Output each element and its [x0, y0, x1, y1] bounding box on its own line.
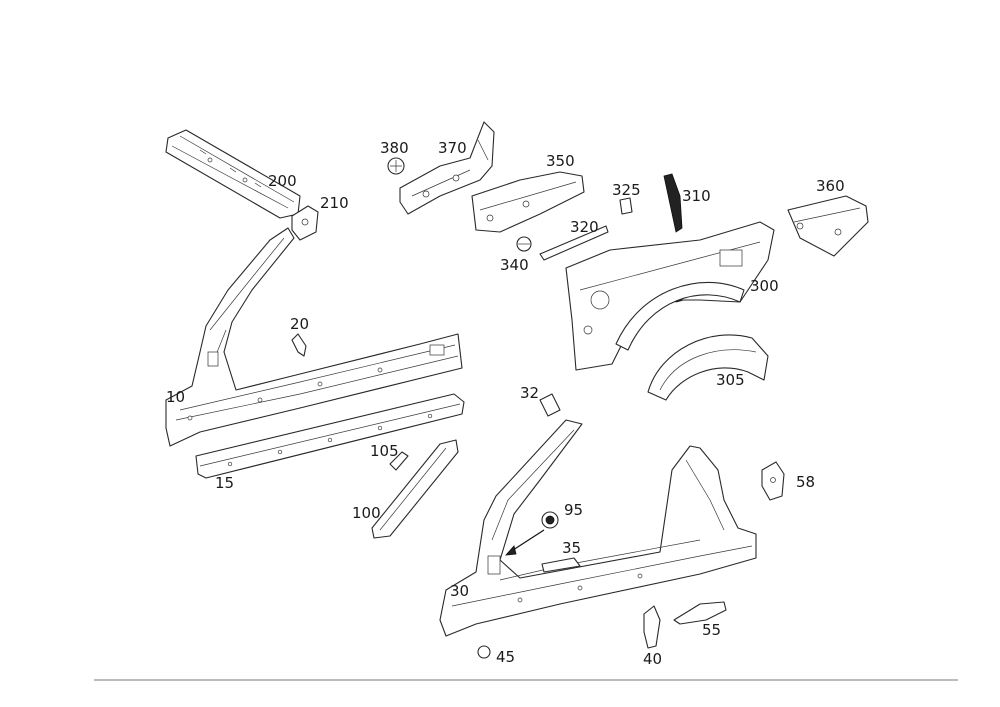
callout-370: 370: [438, 139, 467, 157]
part-45-plug[interactable]: [477, 645, 491, 659]
part-325-plate[interactable]: [619, 197, 633, 215]
callout-35: 35: [562, 539, 581, 557]
callout-325: 325: [612, 181, 641, 199]
part-30-outer-side-frame[interactable]: [439, 419, 757, 637]
callout-55: 55: [702, 621, 721, 639]
part-58-bracket[interactable]: [761, 461, 785, 501]
callout-300: 300: [750, 277, 779, 295]
part-200-roof-rail[interactable]: [165, 129, 301, 219]
callout-380: 380: [380, 139, 409, 157]
part-380-stud[interactable]: [387, 157, 405, 175]
callout-30: 30: [450, 582, 469, 600]
part-370-bracket[interactable]: [399, 121, 495, 215]
callout-360: 360: [816, 177, 845, 195]
callout-95: 95: [564, 501, 583, 519]
callout-210: 210: [320, 194, 349, 212]
callout-320: 320: [570, 218, 599, 236]
callout-58: 58: [796, 473, 815, 491]
part-210-bracket[interactable]: [291, 205, 319, 241]
callout-310: 310: [682, 187, 711, 205]
part-305-wheelhouse[interactable]: [647, 334, 769, 401]
part-320-strip[interactable]: [539, 225, 609, 261]
part-350-inner-panel[interactable]: [471, 171, 585, 233]
part-35-bar[interactable]: [541, 557, 581, 573]
callout-40: 40: [643, 650, 662, 668]
part-105-clip[interactable]: [389, 451, 409, 471]
part-55-plate[interactable]: [673, 601, 727, 625]
callout-15: 15: [215, 474, 234, 492]
part-40-bracket[interactable]: [643, 605, 661, 649]
part-360-rear-bracket[interactable]: [787, 195, 869, 257]
leader-arrow-95: [509, 529, 545, 553]
part-15-rocker-rail[interactable]: [195, 393, 465, 479]
callout-350: 350: [546, 152, 575, 170]
part-20-clip[interactable]: [291, 333, 307, 357]
callout-labels: 10 15 20 30 32 35 40 45 55 58 95 100 105…: [166, 139, 845, 668]
part-95-grommet[interactable]: [541, 511, 559, 529]
callout-200: 200: [268, 172, 297, 190]
callout-340: 340: [500, 256, 529, 274]
callout-100: 100: [352, 504, 381, 522]
part-340-fastener[interactable]: [516, 236, 532, 252]
callout-105: 105: [370, 442, 399, 460]
arrow-head-95: [505, 545, 517, 556]
callout-32: 32: [520, 384, 539, 402]
part-32-bracket[interactable]: [539, 393, 561, 417]
callout-20: 20: [290, 315, 309, 333]
callout-10: 10: [166, 388, 185, 406]
part-100-pillar-trim[interactable]: [371, 439, 459, 539]
part-300-rear-inner-panel[interactable]: [565, 221, 775, 371]
part-10-side-frame[interactable]: [165, 227, 463, 447]
callout-45: 45: [496, 648, 515, 666]
callout-305: 305: [716, 371, 745, 389]
